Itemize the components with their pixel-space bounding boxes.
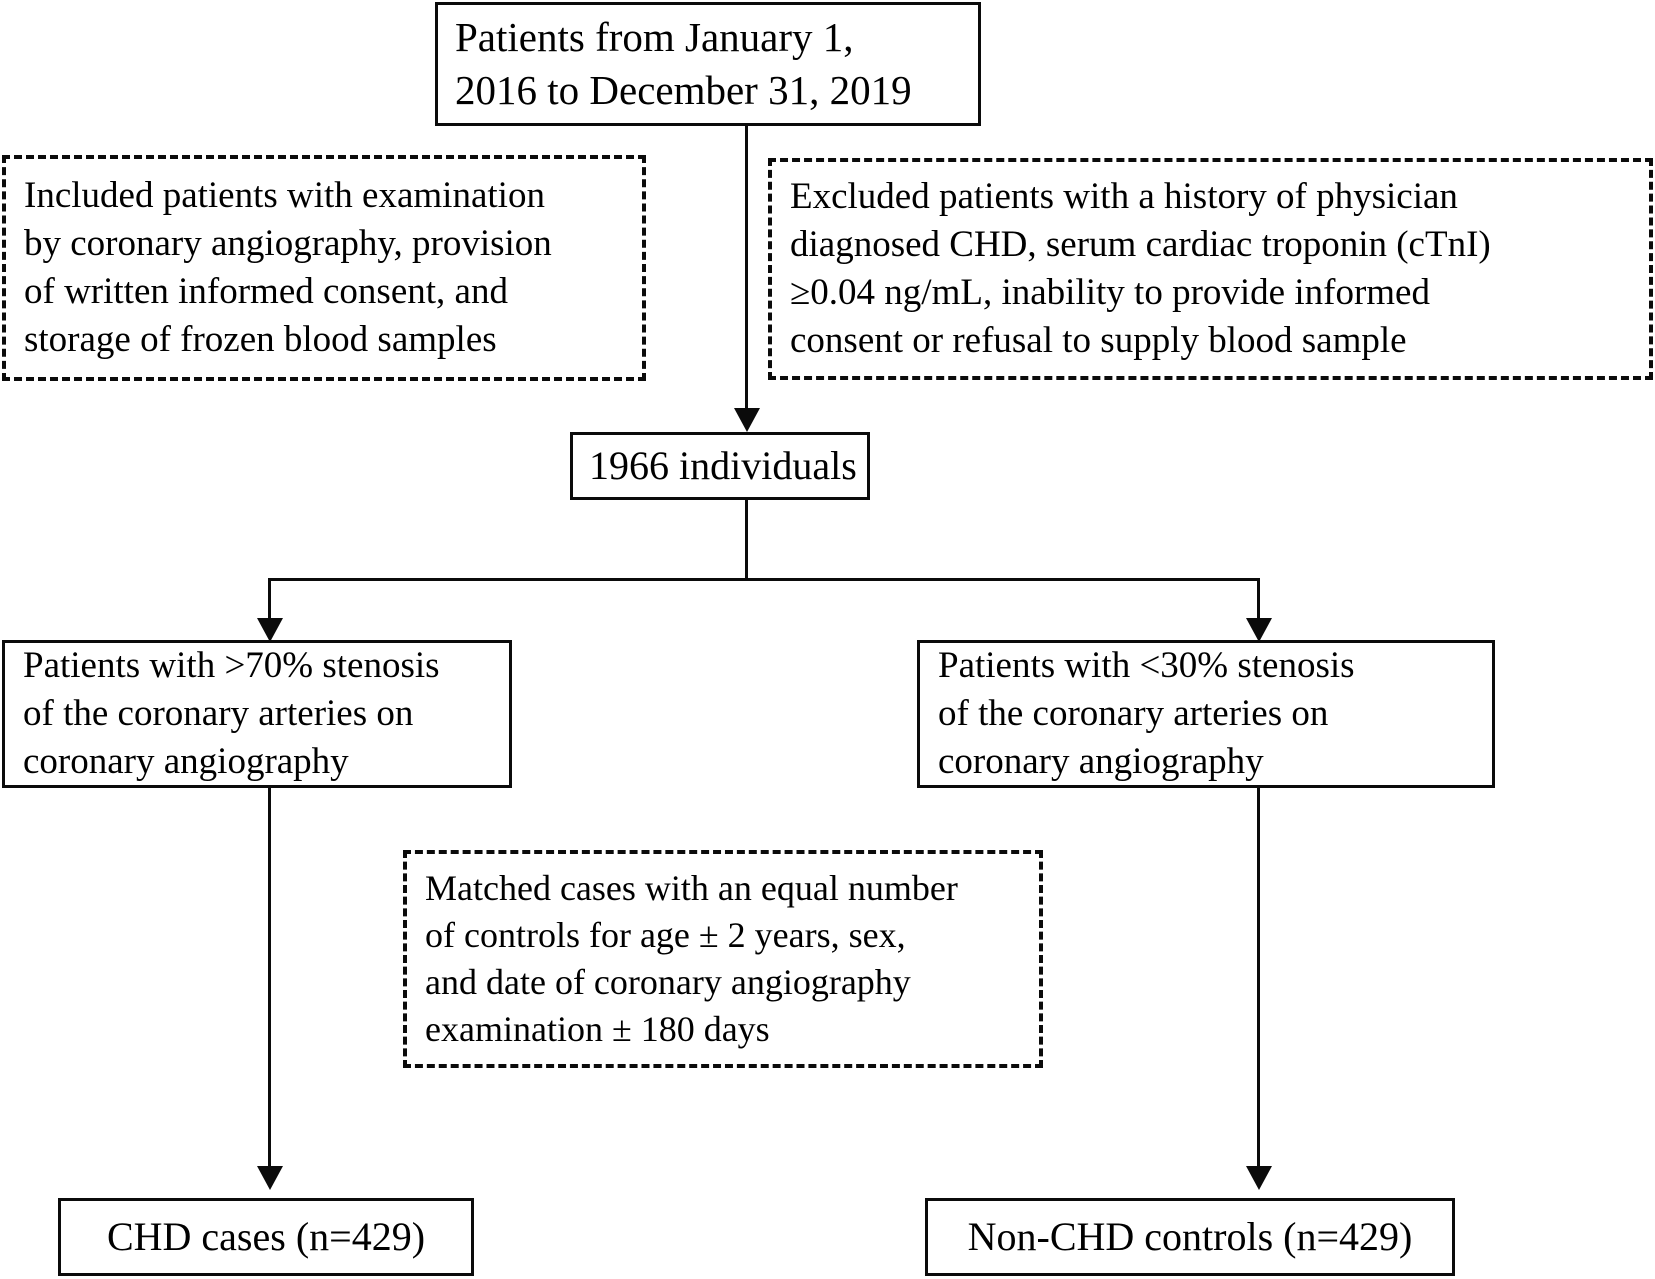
node-chd-cases: CHD cases (n=429) [58, 1198, 474, 1276]
node-matching-criteria: Matched cases with an equal number of co… [403, 850, 1043, 1068]
arrowhead-to-non-chd-controls [1246, 1166, 1272, 1190]
node-source-population: Patients from January 1, 2016 to Decembe… [435, 2, 981, 126]
node-eligible-total: 1966 individuals [570, 432, 870, 500]
node-eligible-total-label: 1966 individuals [589, 443, 857, 488]
connector-split-right-drop [1257, 578, 1260, 626]
arrowhead-to-chd-cases [257, 1166, 283, 1190]
connector-split-left-drop [268, 578, 271, 626]
arrowhead-to-control-definition [1246, 618, 1272, 642]
node-matching-criteria-label: Matched cases with an equal number of co… [425, 868, 958, 1049]
connector-case-definition-to-cases [268, 788, 271, 1170]
node-inclusion-criteria-label: Included patients with examination by co… [24, 174, 552, 361]
node-chd-cases-label: CHD cases (n=429) [106, 1214, 426, 1259]
node-case-definition-label: Patients with >70% stenosis of the coron… [23, 644, 440, 783]
node-exclusion-criteria-label: Excluded patients with a history of phys… [790, 175, 1491, 362]
arrowhead-to-eligible [734, 408, 760, 432]
connector-source-to-eligible [745, 126, 748, 416]
connector-eligible-stem [745, 500, 748, 580]
connector-split-horizontal [268, 578, 1260, 581]
connector-control-definition-to-controls [1257, 788, 1260, 1170]
node-source-population-label: Patients from January 1, 2016 to Decembe… [455, 13, 912, 113]
node-non-chd-controls-label: Non-CHD controls (n=429) [967, 1214, 1413, 1259]
node-control-definition-label: Patients with <30% stenosis of the coron… [938, 644, 1355, 783]
node-case-definition: Patients with >70% stenosis of the coron… [2, 640, 512, 788]
arrowhead-to-case-definition [257, 618, 283, 642]
node-inclusion-criteria: Included patients with examination by co… [2, 155, 646, 381]
node-exclusion-criteria: Excluded patients with a history of phys… [768, 158, 1653, 380]
node-control-definition: Patients with <30% stenosis of the coron… [917, 640, 1495, 788]
node-non-chd-controls: Non-CHD controls (n=429) [925, 1198, 1455, 1276]
